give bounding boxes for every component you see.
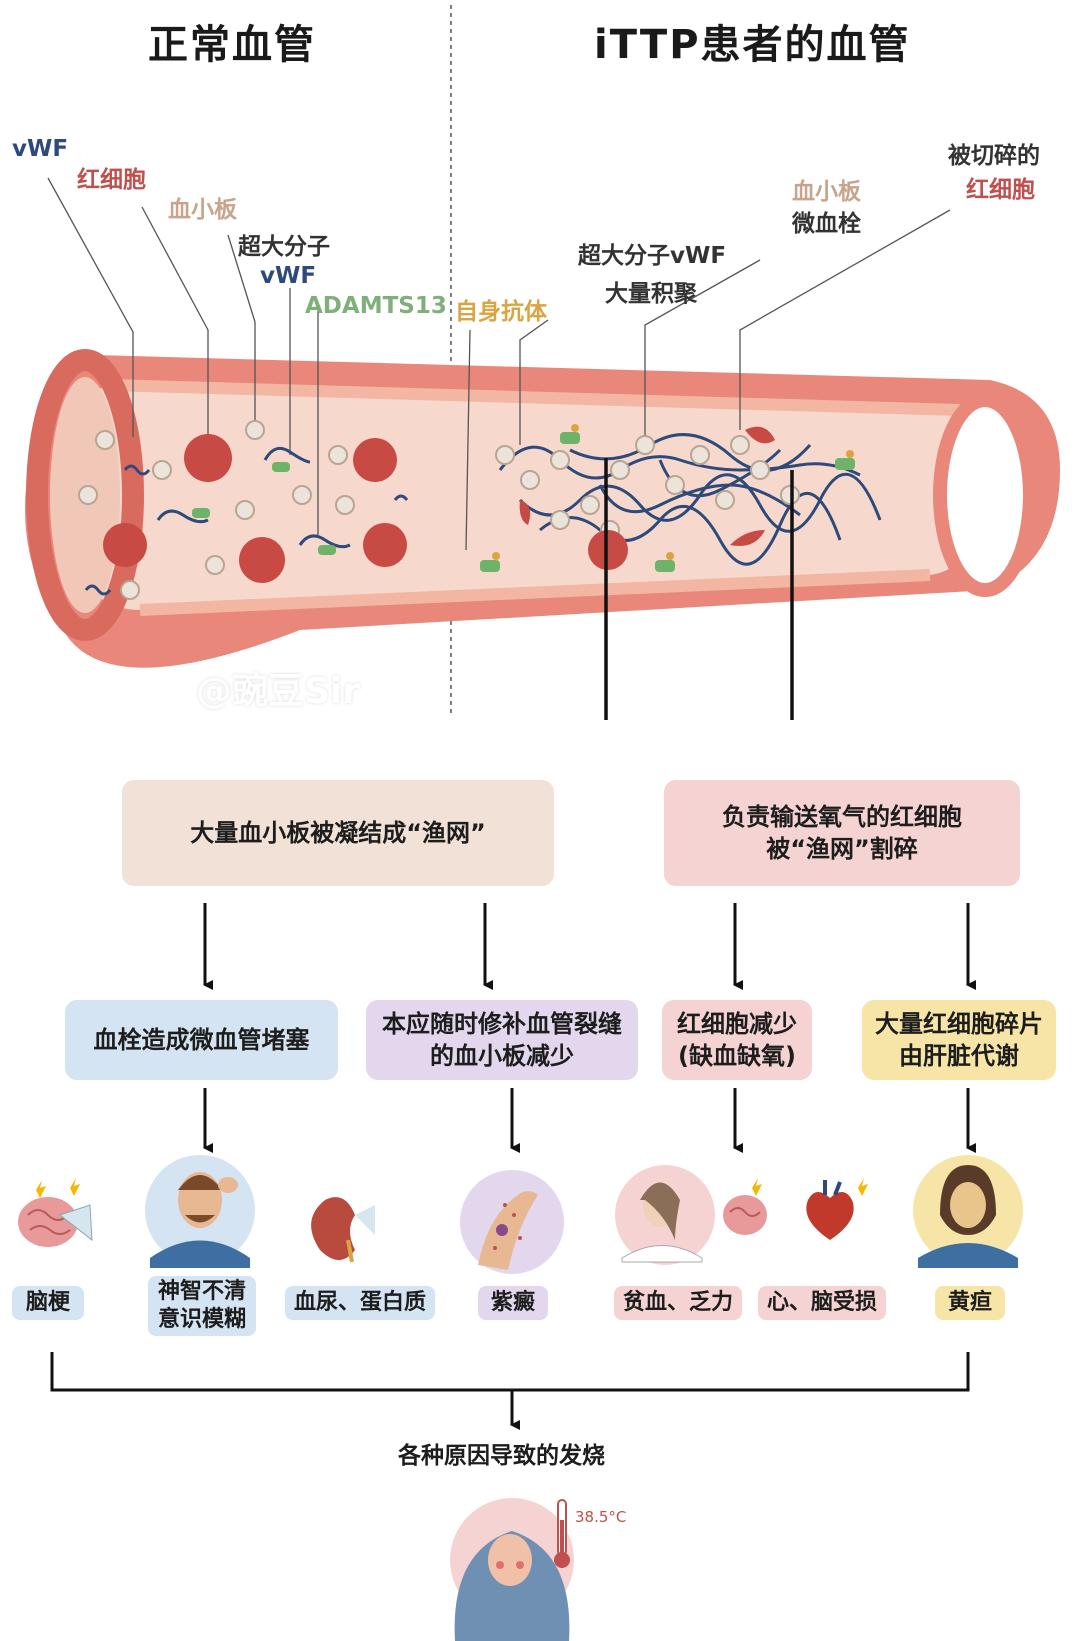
confused-person-icon — [145, 1155, 255, 1268]
effect-microvascular-thrombosis: 血栓造成微血管堵塞 — [65, 1000, 338, 1080]
fever-person-icon — [450, 1498, 574, 1641]
ittp-antibodies — [480, 432, 855, 572]
label-fragmented-2: 红细胞 — [966, 177, 1035, 203]
label-adamts13: ADAMTS13 — [305, 293, 447, 319]
symptom-confusion: 神智不清 意识模糊 — [148, 1276, 256, 1336]
symptom-purpura: 紫癜 — [478, 1286, 548, 1320]
normal-red-blood-cells — [103, 434, 407, 583]
effect-platelet-decrease: 本应随时修补血管裂缝 的血小板减少 — [366, 1000, 638, 1080]
normal-vessel-title: 正常血管 — [148, 22, 316, 68]
symptom-anemia: 贫血、乏力 — [614, 1286, 742, 1320]
kidney-icon — [311, 1197, 375, 1263]
normal-adamts13 — [192, 462, 336, 555]
label-ulvwf-2: vWF — [260, 263, 317, 289]
heart-damage-icon — [806, 1178, 868, 1240]
purpura-arm-icon — [460, 1170, 564, 1274]
brain-icon — [18, 1178, 93, 1247]
label-microthrombus: 微血栓 — [792, 211, 861, 237]
temperature-reading: 38.5°C — [575, 1508, 627, 1526]
jaundice-person-icon — [913, 1155, 1023, 1268]
fever-label: 各种原因导致的发烧 — [398, 1443, 605, 1469]
symptom-jaundice: 黄疸 — [935, 1286, 1005, 1320]
label-ulvwf-1: 超大分子 — [238, 234, 330, 260]
label-ulvwf-accum-2: 大量积聚 — [605, 281, 697, 307]
label-rbc: 红细胞 — [77, 167, 146, 193]
symptom-hematuria: 血尿、蛋白质 — [285, 1286, 435, 1320]
normal-platelets — [78, 420, 355, 600]
label-autoantibody: 自身抗体 — [455, 299, 547, 325]
ittp-platelets — [495, 435, 800, 540]
brain-damage-icon — [723, 1178, 767, 1235]
ittp-vessel-title: iTTP患者的血管 — [594, 22, 911, 68]
effect-rbc-decrease: 红细胞减少 (缺血缺氧) — [662, 1000, 812, 1080]
mechanism-left-box: 大量血小板被凝结成“渔网” — [122, 780, 554, 886]
fatigued-woman-icon — [615, 1165, 715, 1265]
thermometer-icon — [554, 1499, 570, 1568]
label-platelet: 血小板 — [168, 197, 237, 223]
vessel-illustration — [25, 5, 1060, 720]
label-fragmented-1: 被切碎的 — [948, 143, 1040, 169]
label-ulvwf-accum-1: 超大分子vWF — [578, 243, 727, 269]
effect-rbc-fragments: 大量红细胞碎片 由肝脏代谢 — [862, 1000, 1056, 1080]
symptom-organ-damage: 心、脑受损 — [758, 1286, 886, 1320]
ittp-red-cells — [519, 426, 775, 570]
vessel-opening — [940, 400, 1030, 590]
mechanism-right-box: 负责输送氧气的红细胞 被“渔网”割碎 — [664, 780, 1020, 886]
watermark: @豌豆Sir — [196, 671, 361, 712]
label-platelet-ittp: 血小板 — [792, 179, 861, 205]
normal-vwf — [84, 446, 409, 596]
symptom-cerebral-infarction: 脑梗 — [12, 1286, 84, 1320]
label-vwf: vWF — [12, 136, 69, 162]
